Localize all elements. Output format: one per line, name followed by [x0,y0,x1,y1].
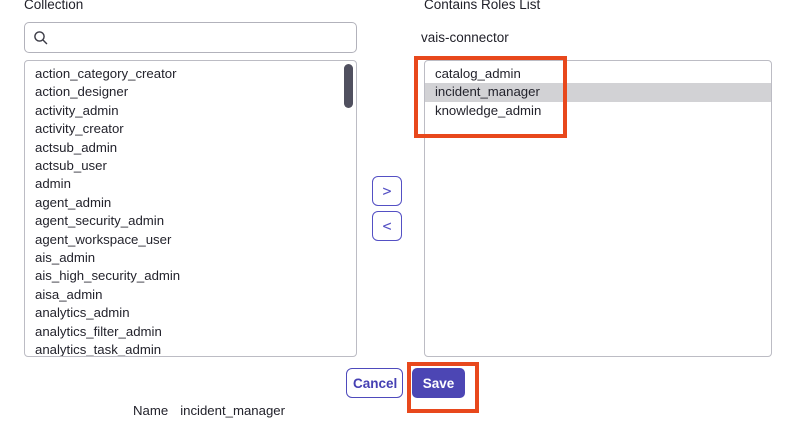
list-item[interactable]: incident_manager [425,83,771,102]
list-item[interactable]: agent_workspace_user [35,231,172,247]
list-item[interactable]: admin [35,176,71,192]
list-item[interactable]: ais_admin [35,250,96,266]
collection-search[interactable] [24,22,357,53]
list-item[interactable]: agent_admin [35,194,112,210]
contains-roles-label: Contains Roles List [424,0,541,12]
name-row: Name incident_manager [133,403,285,418]
list-item[interactable]: catalog_admin [435,66,521,81]
list-item[interactable]: action_category_creator [35,66,177,81]
list-item[interactable]: actsub_admin [35,139,118,155]
name-label: Name [133,403,169,418]
name-value: incident_manager [180,403,286,418]
list-item[interactable]: ais_high_security_admin [35,268,181,284]
scrollbar-thumb[interactable] [344,64,353,108]
group-name: vais-connector [421,30,509,45]
move-right-button[interactable]: > [372,176,402,206]
search-input[interactable] [55,29,356,46]
list-item[interactable]: activity_admin [35,102,119,118]
move-left-button[interactable]: < [372,211,402,241]
list-item[interactable]: activity_creator [35,121,124,137]
list-item[interactable]: knowledge_admin [435,102,542,118]
list-item[interactable]: analytics_filter_admin [35,323,162,339]
save-button[interactable]: Save [412,368,465,398]
list-item[interactable]: analytics_admin [35,305,130,321]
list-item[interactable]: actsub_user [35,158,107,174]
list-item[interactable]: aisa_admin [35,286,103,302]
search-icon [33,30,49,46]
list-item[interactable]: analytics_task_admin [35,342,162,357]
list-item[interactable]: agent_security_admin [35,213,165,229]
list-item[interactable]: action_designer [35,84,129,100]
collection-label: Collection [24,0,84,12]
cancel-button[interactable]: Cancel [346,368,403,398]
